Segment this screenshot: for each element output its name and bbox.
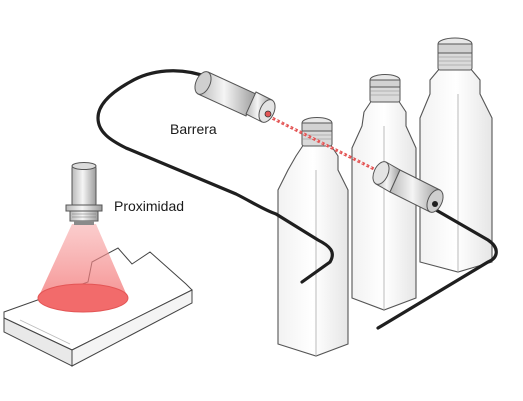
proximity-label: Proximidad	[114, 198, 184, 214]
barrier-emitter-icon	[194, 71, 276, 123]
emitter-cable	[96, 69, 334, 284]
proximity-detection-cone	[37, 224, 129, 313]
barrier-receiver-icon	[372, 161, 444, 213]
bottle-back	[419, 37, 493, 273]
barrier-label: Barrera	[170, 121, 217, 137]
bottle-front	[277, 117, 349, 357]
bottle-middle	[351, 74, 417, 311]
proximity-sensor-icon	[65, 162, 103, 225]
barrier-beam	[267, 114, 385, 176]
receiver-cable	[376, 208, 498, 330]
